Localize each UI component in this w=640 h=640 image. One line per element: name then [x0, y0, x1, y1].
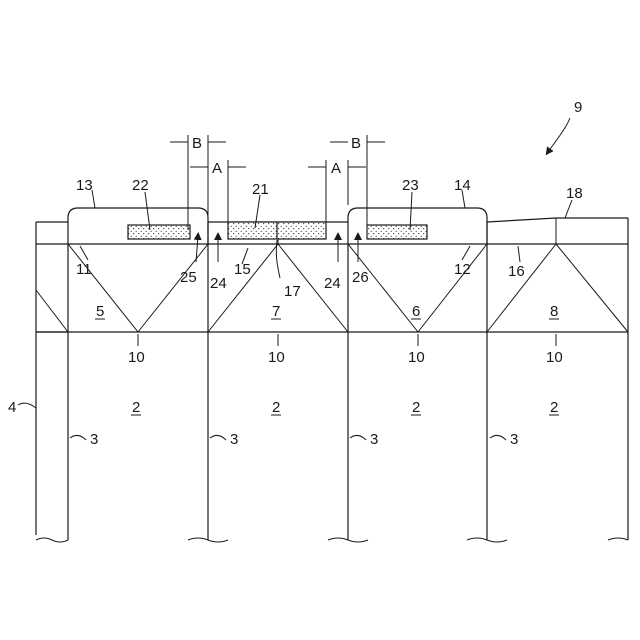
- label-26: 26: [352, 269, 369, 286]
- label-24-left: 24: [210, 275, 227, 292]
- label-3-d: 3: [510, 431, 518, 448]
- label-3-c: 3: [370, 431, 378, 448]
- label-B-right: B: [351, 135, 361, 152]
- label-4: 4: [8, 399, 16, 416]
- label-18: 18: [566, 185, 583, 202]
- label-2-d: 2: [550, 399, 558, 416]
- label-24-right: 24: [324, 275, 341, 292]
- label-2-b: 2: [272, 399, 280, 416]
- stippled-block-22: [128, 225, 190, 239]
- label-22: 22: [132, 177, 149, 194]
- label-A-right: A: [331, 160, 341, 177]
- stippled-block-23: [367, 225, 427, 239]
- label-3-b: 3: [230, 431, 238, 448]
- cell-label-8: 8: [550, 303, 558, 320]
- label-10-c: 10: [408, 349, 425, 366]
- label-12: 12: [454, 261, 471, 278]
- label-25: 25: [180, 269, 197, 286]
- label-14: 14: [454, 177, 471, 194]
- label-3-a: 3: [90, 431, 98, 448]
- label-2-a: 2: [132, 399, 140, 416]
- label-10-a: 10: [128, 349, 145, 366]
- break-marks: [36, 538, 628, 542]
- label-23: 23: [402, 177, 419, 194]
- arrow-9: [548, 118, 570, 152]
- cell-label-7: 7: [272, 303, 280, 320]
- label-11: 11: [76, 261, 92, 278]
- label-16: 16: [508, 263, 525, 280]
- label-17: 17: [284, 283, 301, 300]
- label-2-c: 2: [412, 399, 420, 416]
- label-10-b: 10: [268, 349, 285, 366]
- vertical-walls: [68, 218, 628, 540]
- label-A-left: A: [212, 160, 222, 177]
- left-edge-panel: [36, 222, 68, 535]
- label-15: 15: [234, 261, 251, 278]
- label-9: 9: [574, 99, 582, 116]
- cell-label-6: 6: [412, 303, 420, 320]
- cell-label-5: 5: [96, 303, 104, 320]
- label-13: 13: [76, 177, 93, 194]
- label-B-left: B: [192, 135, 202, 152]
- label-21: 21: [252, 181, 269, 198]
- label-10-d: 10: [546, 349, 563, 366]
